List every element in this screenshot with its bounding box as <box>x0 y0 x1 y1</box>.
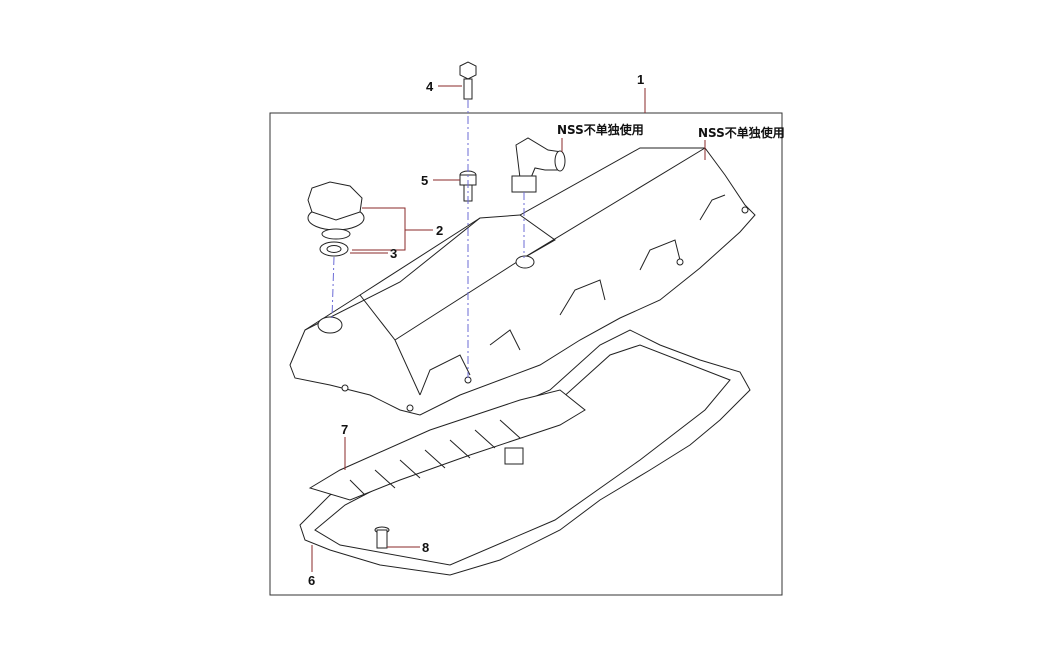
callout-1: 1 <box>637 72 644 87</box>
leader-2 <box>352 207 433 251</box>
callout-5: 5 <box>421 173 428 188</box>
baffle-plate <box>308 389 586 501</box>
callout-2: 2 <box>436 223 443 238</box>
oil-filler-cap <box>307 181 365 257</box>
screw <box>374 526 390 549</box>
callout-8: 8 <box>422 540 429 555</box>
note-nss-breather: NSS不单独使用 <box>557 122 644 137</box>
axis-line-cap <box>331 256 335 319</box>
note-nss-cover: NSS不单独使用 <box>698 125 785 140</box>
callout-6: 6 <box>308 573 315 588</box>
callout-7: 7 <box>341 422 348 437</box>
assembly-frame <box>269 112 783 596</box>
callout-4: 4 <box>426 79 434 94</box>
bolt <box>459 61 477 100</box>
callout-3: 3 <box>390 246 397 261</box>
breather-elbow <box>511 137 566 193</box>
valve-cover <box>289 147 756 416</box>
